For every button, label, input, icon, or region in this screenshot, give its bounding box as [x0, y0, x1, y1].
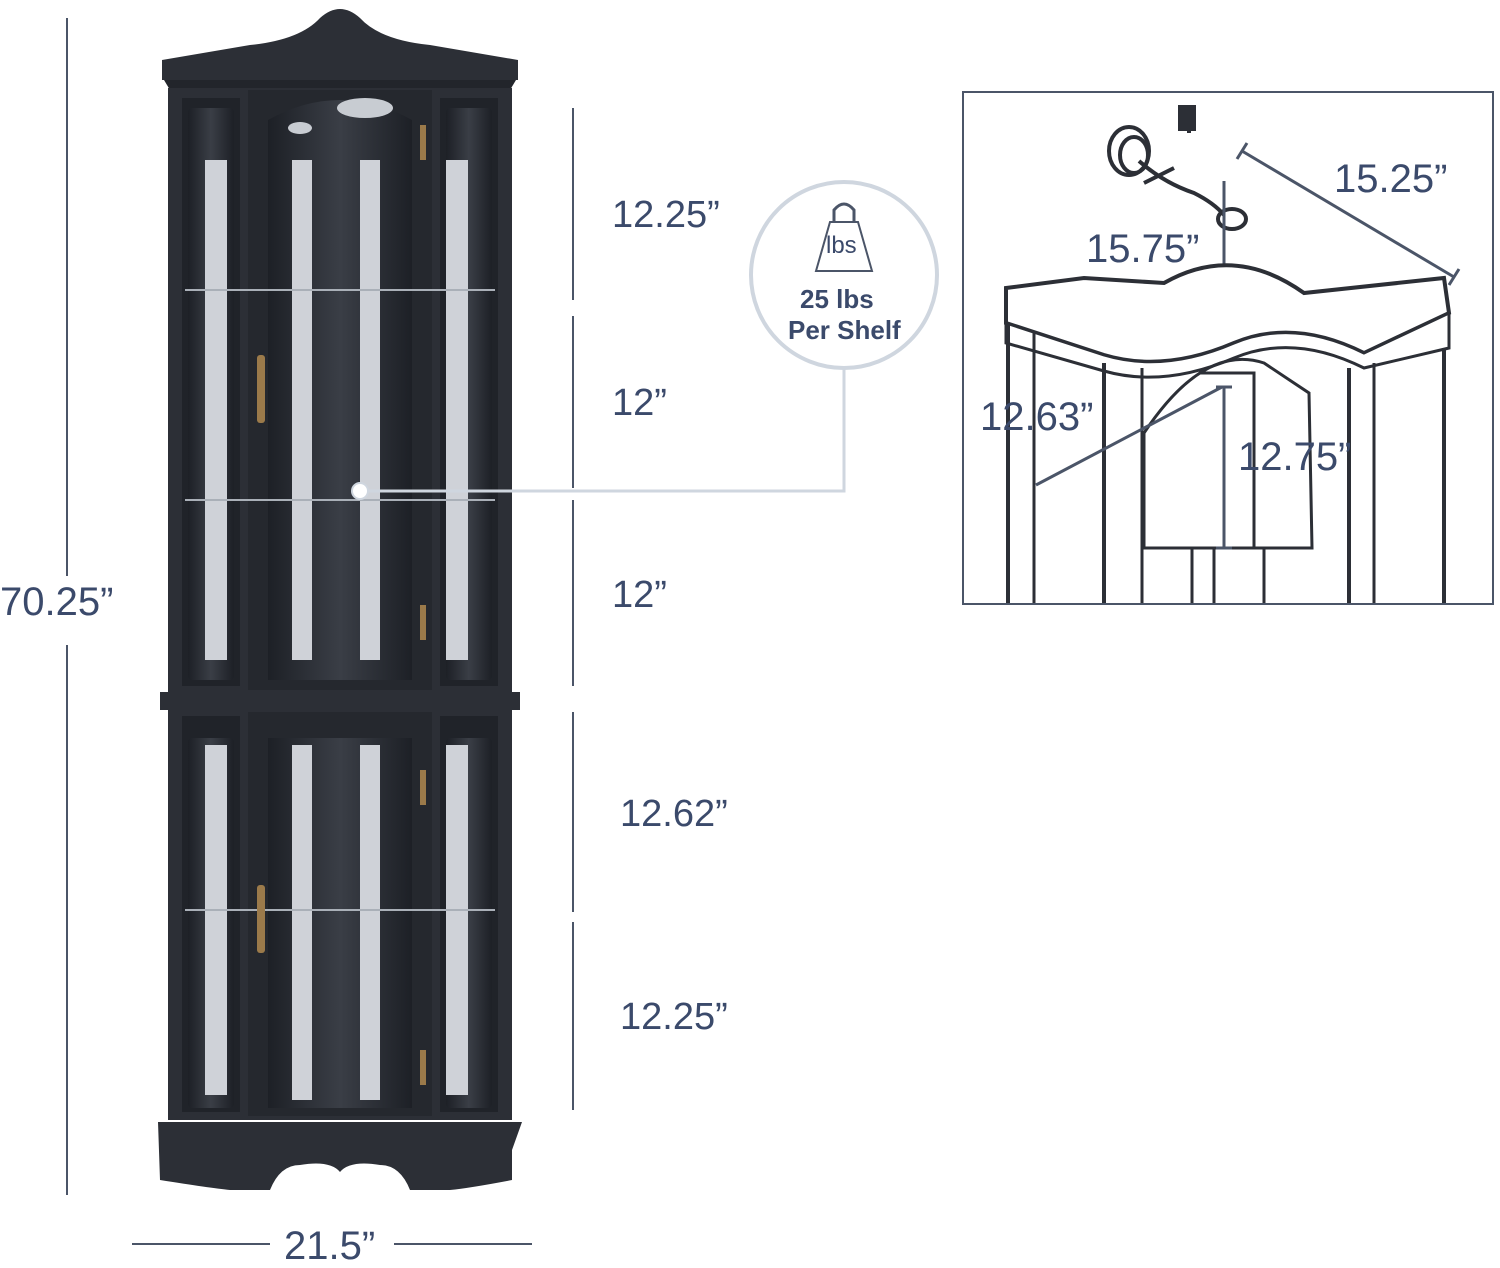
upper-handle: [257, 355, 265, 423]
cabinet-base: [158, 1122, 522, 1190]
top-inner-depth-label: 15.75”: [1086, 227, 1200, 271]
shelf-height-2: 12”: [612, 382, 667, 424]
cabinet-illustration: [158, 9, 522, 1190]
lower-handle: [257, 885, 265, 953]
power-cord-icon: [1107, 105, 1248, 231]
interior-height-label: 12.75”: [1238, 435, 1352, 479]
shelf-height-4: 12.62”: [620, 793, 728, 835]
top-detail-drawing: [1004, 105, 1461, 603]
weight-icon: [814, 221, 874, 272]
top-depth-label: 15.25”: [1334, 157, 1448, 201]
shelf-capacity-label: Per Shelf: [788, 315, 901, 345]
shelf-height-3: 12”: [612, 574, 667, 616]
shelf-height-5: 12.25”: [620, 996, 728, 1038]
top-detail-inset: 15.25” 15.75” 12.63” 12.75”: [962, 91, 1494, 605]
height-line-top: [66, 18, 68, 576]
width-line-right: [394, 1243, 532, 1245]
height-line-bottom: [66, 645, 68, 1195]
shelf-line-1: [572, 108, 574, 300]
total-height-label: 70.25”: [0, 580, 114, 624]
shelf-line-4: [572, 712, 574, 912]
shelf-line-3: [572, 500, 574, 686]
interior-width-label: 12.63”: [980, 395, 1094, 439]
shelf-line-2: [572, 316, 574, 488]
shelf-height-1: 12.25”: [612, 194, 720, 236]
weight-icon-text: lbs: [826, 232, 857, 259]
width-line-left: [132, 1243, 270, 1245]
callout-connector: [351, 180, 939, 500]
crown: [162, 9, 518, 80]
shelf-line-5: [572, 922, 574, 1110]
shelf-capacity-value: 25 lbs: [800, 284, 874, 314]
width-label: 21.5”: [284, 1224, 376, 1268]
